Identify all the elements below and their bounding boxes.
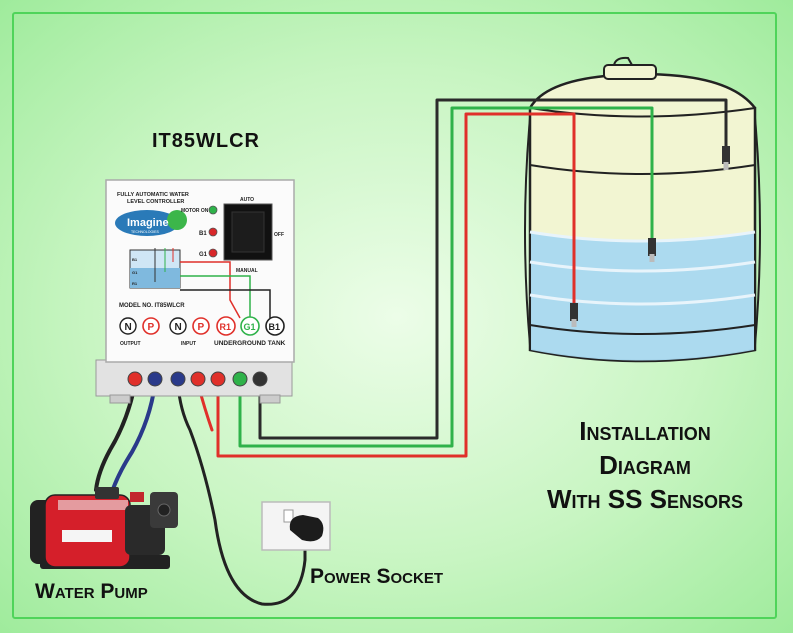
terminal-labels: N P N P R1 G1 B1: [119, 316, 285, 336]
manual-label: MANUAL: [236, 268, 258, 274]
motor-on-label: MOTOR ON: [181, 208, 209, 214]
black-wire: [258, 98, 728, 440]
controller-unit: FULLY AUTOMATIC WATER LEVEL CONTROLLER I…: [95, 179, 295, 404]
red-wire: [216, 112, 576, 458]
auto-label: AUTO: [240, 197, 254, 203]
terminal-output-n: N: [125, 322, 132, 333]
model-number: MODEL NO. IT85WLCR: [119, 303, 185, 309]
output-label: OUTPUT: [120, 341, 141, 347]
off-label: OFF: [274, 232, 284, 238]
terminal-input-p: P: [198, 322, 205, 333]
installation-title-line-2: Diagram: [599, 450, 691, 480]
installation-title-line-1: Installation: [579, 416, 711, 446]
terminal-input-n: N: [175, 322, 182, 333]
g1-led: [208, 248, 218, 258]
probe-bottom: [570, 303, 578, 321]
tank-lid: [603, 64, 657, 80]
controller-header-1: FULLY AUTOMATIC WATER: [117, 192, 189, 198]
brand-name: Imagine: [127, 217, 169, 229]
imagine-logo: Imagine TECHNOLOGIES: [115, 210, 187, 236]
mini-tank-icon: B1 G1 R1: [129, 248, 181, 289]
socket-plug: [289, 515, 324, 542]
input-label: INPUT: [181, 341, 196, 347]
water-fill: [531, 232, 754, 361]
b1-led: [208, 227, 218, 237]
power-cables: [94, 382, 307, 606]
installation-title-line-3: With SS Sensors: [546, 484, 744, 514]
frame-border: [12, 12, 777, 619]
installation-title: Installation Diagram With SS Sensors: [530, 414, 760, 516]
mini-tank-level-g1: G1: [132, 270, 138, 275]
mini-tank-level-r1: R1: [132, 281, 138, 286]
power-socket-label: Power Socket: [310, 565, 444, 588]
terminal-r1: R1: [220, 322, 232, 332]
model-title: IT85WLCR: [152, 130, 260, 152]
green-wire: [238, 106, 654, 448]
mini-tank-level-b1: B1: [132, 257, 138, 262]
controller-header-2: LEVEL CONTROLLER: [127, 199, 184, 205]
water-tank: [524, 56, 761, 363]
motor-on-led: [208, 205, 218, 215]
water-pump: [30, 487, 178, 569]
water-pump-label: Water Pump: [35, 580, 148, 603]
underground-tank-label: UNDERGROUND TANK: [214, 340, 286, 347]
probe-middle: [648, 238, 656, 256]
terminal-g1: G1: [244, 322, 256, 332]
brand-subtitle: TECHNOLOGIES: [131, 230, 159, 234]
g1-led-label: G1: [199, 252, 208, 258]
probe-top: [722, 146, 730, 164]
power-socket: [261, 501, 331, 551]
terminal-b1: B1: [269, 322, 281, 332]
terminal-output-p: P: [148, 322, 155, 333]
socket-switch[interactable]: [283, 509, 294, 523]
terminal-screws: [127, 371, 268, 387]
sensor-wires: [216, 98, 730, 458]
b1-led-label: B1: [199, 231, 207, 237]
